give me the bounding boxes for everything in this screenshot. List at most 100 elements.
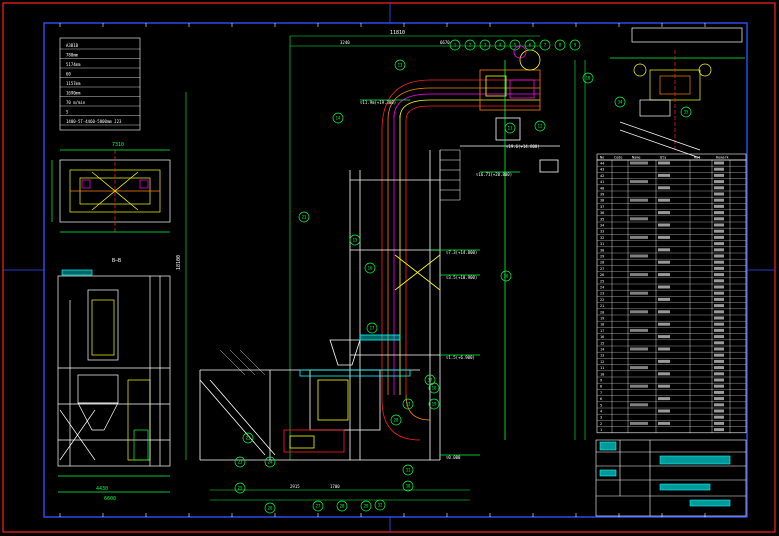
table-row-no: 41 bbox=[600, 180, 604, 184]
table-row-no: 42 bbox=[600, 174, 604, 178]
callout-balloon: 21 bbox=[298, 211, 310, 223]
top-right-detail-view bbox=[610, 27, 745, 159]
svg-text:28: 28 bbox=[340, 504, 345, 509]
svg-text:32: 32 bbox=[378, 503, 383, 508]
dim-vert-left: 18100 bbox=[176, 255, 182, 270]
svg-text:25: 25 bbox=[238, 486, 243, 491]
svg-text:20: 20 bbox=[394, 418, 399, 423]
table-row-no: 12 bbox=[600, 360, 604, 364]
callout-balloon: 33 bbox=[402, 398, 414, 410]
callout-balloon: 11 bbox=[504, 122, 516, 134]
table-row-no: 23 bbox=[600, 292, 604, 296]
table-row-no: 34 bbox=[600, 224, 604, 228]
table-row-no: 43 bbox=[600, 168, 604, 172]
svg-text:33: 33 bbox=[406, 402, 411, 407]
spec-line: 780mm bbox=[66, 53, 79, 58]
callout-balloon: 37 bbox=[424, 374, 436, 386]
table-row-no: 7 bbox=[600, 391, 602, 395]
callout-balloon: 23 bbox=[234, 456, 246, 468]
title-block bbox=[595, 439, 747, 517]
table-row-no: 40 bbox=[600, 186, 604, 190]
svg-text:18: 18 bbox=[432, 386, 437, 391]
table-row-no: 17 bbox=[600, 329, 604, 333]
table-row-no: 39 bbox=[600, 193, 604, 197]
dim-left-plan-a: 7310 bbox=[112, 142, 124, 148]
table-row-no: 13 bbox=[600, 354, 604, 358]
callout-balloon: 30 bbox=[402, 480, 414, 492]
callout-balloon: 3 bbox=[479, 39, 491, 51]
main-dim-lines bbox=[185, 35, 586, 501]
callout-balloon: 2 bbox=[464, 39, 476, 51]
dim-top-span: 11810 bbox=[390, 30, 405, 36]
table-row-no: 6 bbox=[600, 397, 602, 401]
table-row-no: 9 bbox=[600, 379, 602, 383]
callout-balloon: 28 bbox=[336, 500, 348, 512]
callout-balloon: 5 bbox=[509, 39, 521, 51]
spec-line: 5 bbox=[66, 110, 69, 115]
table-row-no: 11 bbox=[600, 366, 604, 370]
spec-line: 1157mm bbox=[66, 81, 81, 86]
svg-text:3: 3 bbox=[484, 43, 487, 48]
callout-balloon: 4 bbox=[494, 39, 506, 51]
svg-text:26: 26 bbox=[268, 506, 273, 511]
svg-text:30: 30 bbox=[406, 484, 411, 489]
spec-line: 5174mm bbox=[66, 62, 81, 67]
callout-balloon: 17 bbox=[366, 322, 378, 334]
svg-text:22: 22 bbox=[246, 436, 251, 441]
svg-text:27: 27 bbox=[316, 504, 321, 509]
svg-text:29: 29 bbox=[364, 504, 369, 509]
table-row-no: 5 bbox=[600, 403, 602, 407]
main-elevation-structure bbox=[199, 45, 560, 461]
table-row-no: 29 bbox=[600, 255, 604, 259]
table-row-no: 31 bbox=[600, 242, 604, 246]
left-plan-view bbox=[51, 149, 171, 233]
table-header: No bbox=[600, 156, 604, 160]
table-row-no: 26 bbox=[600, 273, 604, 277]
svg-text:24: 24 bbox=[268, 460, 273, 465]
callout-balloon: 8 bbox=[554, 39, 566, 51]
spec-line: 1690mm bbox=[66, 91, 81, 96]
table-row-no: 35 bbox=[600, 217, 604, 221]
dim-top-a: 3240 bbox=[340, 40, 350, 45]
svg-text:12: 12 bbox=[538, 124, 543, 129]
callout-balloon: 34 bbox=[614, 96, 626, 108]
callout-balloon: 35 bbox=[680, 106, 692, 118]
table-row-no: 8 bbox=[600, 385, 602, 389]
elev-upper-platform: ▽16.71(+20.800) bbox=[476, 172, 512, 177]
elev-ground: ▽0.000 bbox=[446, 455, 461, 460]
callout-balloon: 16 bbox=[364, 262, 376, 274]
callout-balloon: 13 bbox=[394, 59, 406, 71]
spec-line: A3B1B bbox=[66, 43, 79, 48]
table-row-no: 19 bbox=[600, 317, 604, 321]
callout-balloon: 36 bbox=[500, 270, 512, 282]
table-row-no: 24 bbox=[600, 286, 604, 290]
elev-level-4: ▽1.5(+6.900) bbox=[446, 355, 475, 360]
svg-text:6: 6 bbox=[529, 43, 532, 48]
svg-text:23: 23 bbox=[238, 460, 243, 465]
dim-top-b: 6670 bbox=[440, 40, 450, 45]
svg-text:10: 10 bbox=[586, 76, 591, 81]
section-label: B—B bbox=[112, 258, 121, 264]
elev-side: ▽19.6(+14.800) bbox=[506, 144, 540, 149]
svg-text:37: 37 bbox=[428, 378, 433, 383]
elev-level-2: ▽7.3(+14.800) bbox=[446, 250, 477, 255]
table-header: Remark bbox=[716, 156, 730, 160]
table-header: Code bbox=[614, 156, 622, 160]
table-header: Mat bbox=[694, 156, 700, 160]
svg-text:9: 9 bbox=[574, 43, 577, 48]
table-row-no: 4 bbox=[600, 410, 602, 414]
callout-balloon: 26 bbox=[264, 502, 276, 514]
callout-balloon: 1 bbox=[449, 39, 461, 51]
svg-text:11: 11 bbox=[508, 126, 513, 131]
table-header: Qty bbox=[660, 156, 666, 160]
svg-text:14: 14 bbox=[336, 116, 341, 121]
callout-balloon: 7 bbox=[539, 39, 551, 51]
callout-balloon: 24 bbox=[264, 456, 276, 468]
callout-balloon: 6 bbox=[524, 39, 536, 51]
table-row-no: 20 bbox=[600, 310, 604, 314]
svg-text:21: 21 bbox=[302, 215, 307, 220]
svg-text:35: 35 bbox=[684, 110, 689, 115]
